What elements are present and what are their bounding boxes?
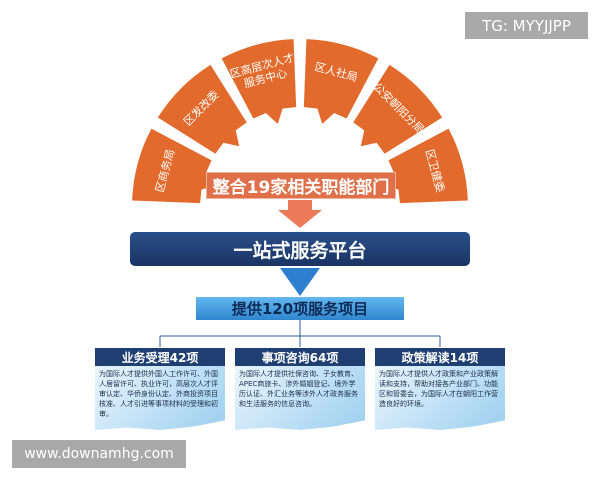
service-title: 业务受理42项 [95,348,225,366]
service-box-acceptance: 业务受理42项 为国际人才提供外国人工作许可、外国人居留许可、执业许可，高层次人… [95,348,225,430]
integration-label: 整合19家相关职能部门 [206,172,396,199]
department-segment [132,128,217,204]
down-arrow-orange [278,200,322,228]
department-segment [383,128,468,204]
department-segment [157,64,247,154]
department-segment [221,39,297,124]
platform-bar: 一站式服务平台 [130,232,470,266]
connector-lines [159,320,441,347]
service-desc: 为国际人才提供社保咨询、子女教育、APEC商旅卡、涉外婚姻登记、境外学历认证、外… [235,366,365,430]
watermark-top: TG: MYYJJPP [465,12,588,39]
department-segment [353,64,443,154]
service-title: 政策解读14项 [375,348,505,366]
service-box-policy: 政策解读14项 为国际人才提供人才政策和产业政策解读和支持，帮助对接各产业部门、… [375,348,505,430]
down-arrow-blue [280,268,320,296]
provide-bar: 提供120项服务项目 [196,297,404,320]
service-desc: 为国际人才提供外国人工作许可、外国人居留许可、执业许可，高层次人才评审认定、华侨… [95,366,225,430]
watermark-bottom: www.downamhg.com [12,440,186,468]
department-segment [303,39,379,124]
service-title: 事项咨询64项 [235,348,365,366]
service-box-consulting: 事项咨询64项 为国际人才提供社保咨询、子女教育、APEC商旅卡、涉外婚姻登记、… [235,348,365,430]
service-desc: 为国际人才提供人才政策和产业政策解读和支持，帮助对接各产业部门、功能区和管委会，… [375,366,505,430]
